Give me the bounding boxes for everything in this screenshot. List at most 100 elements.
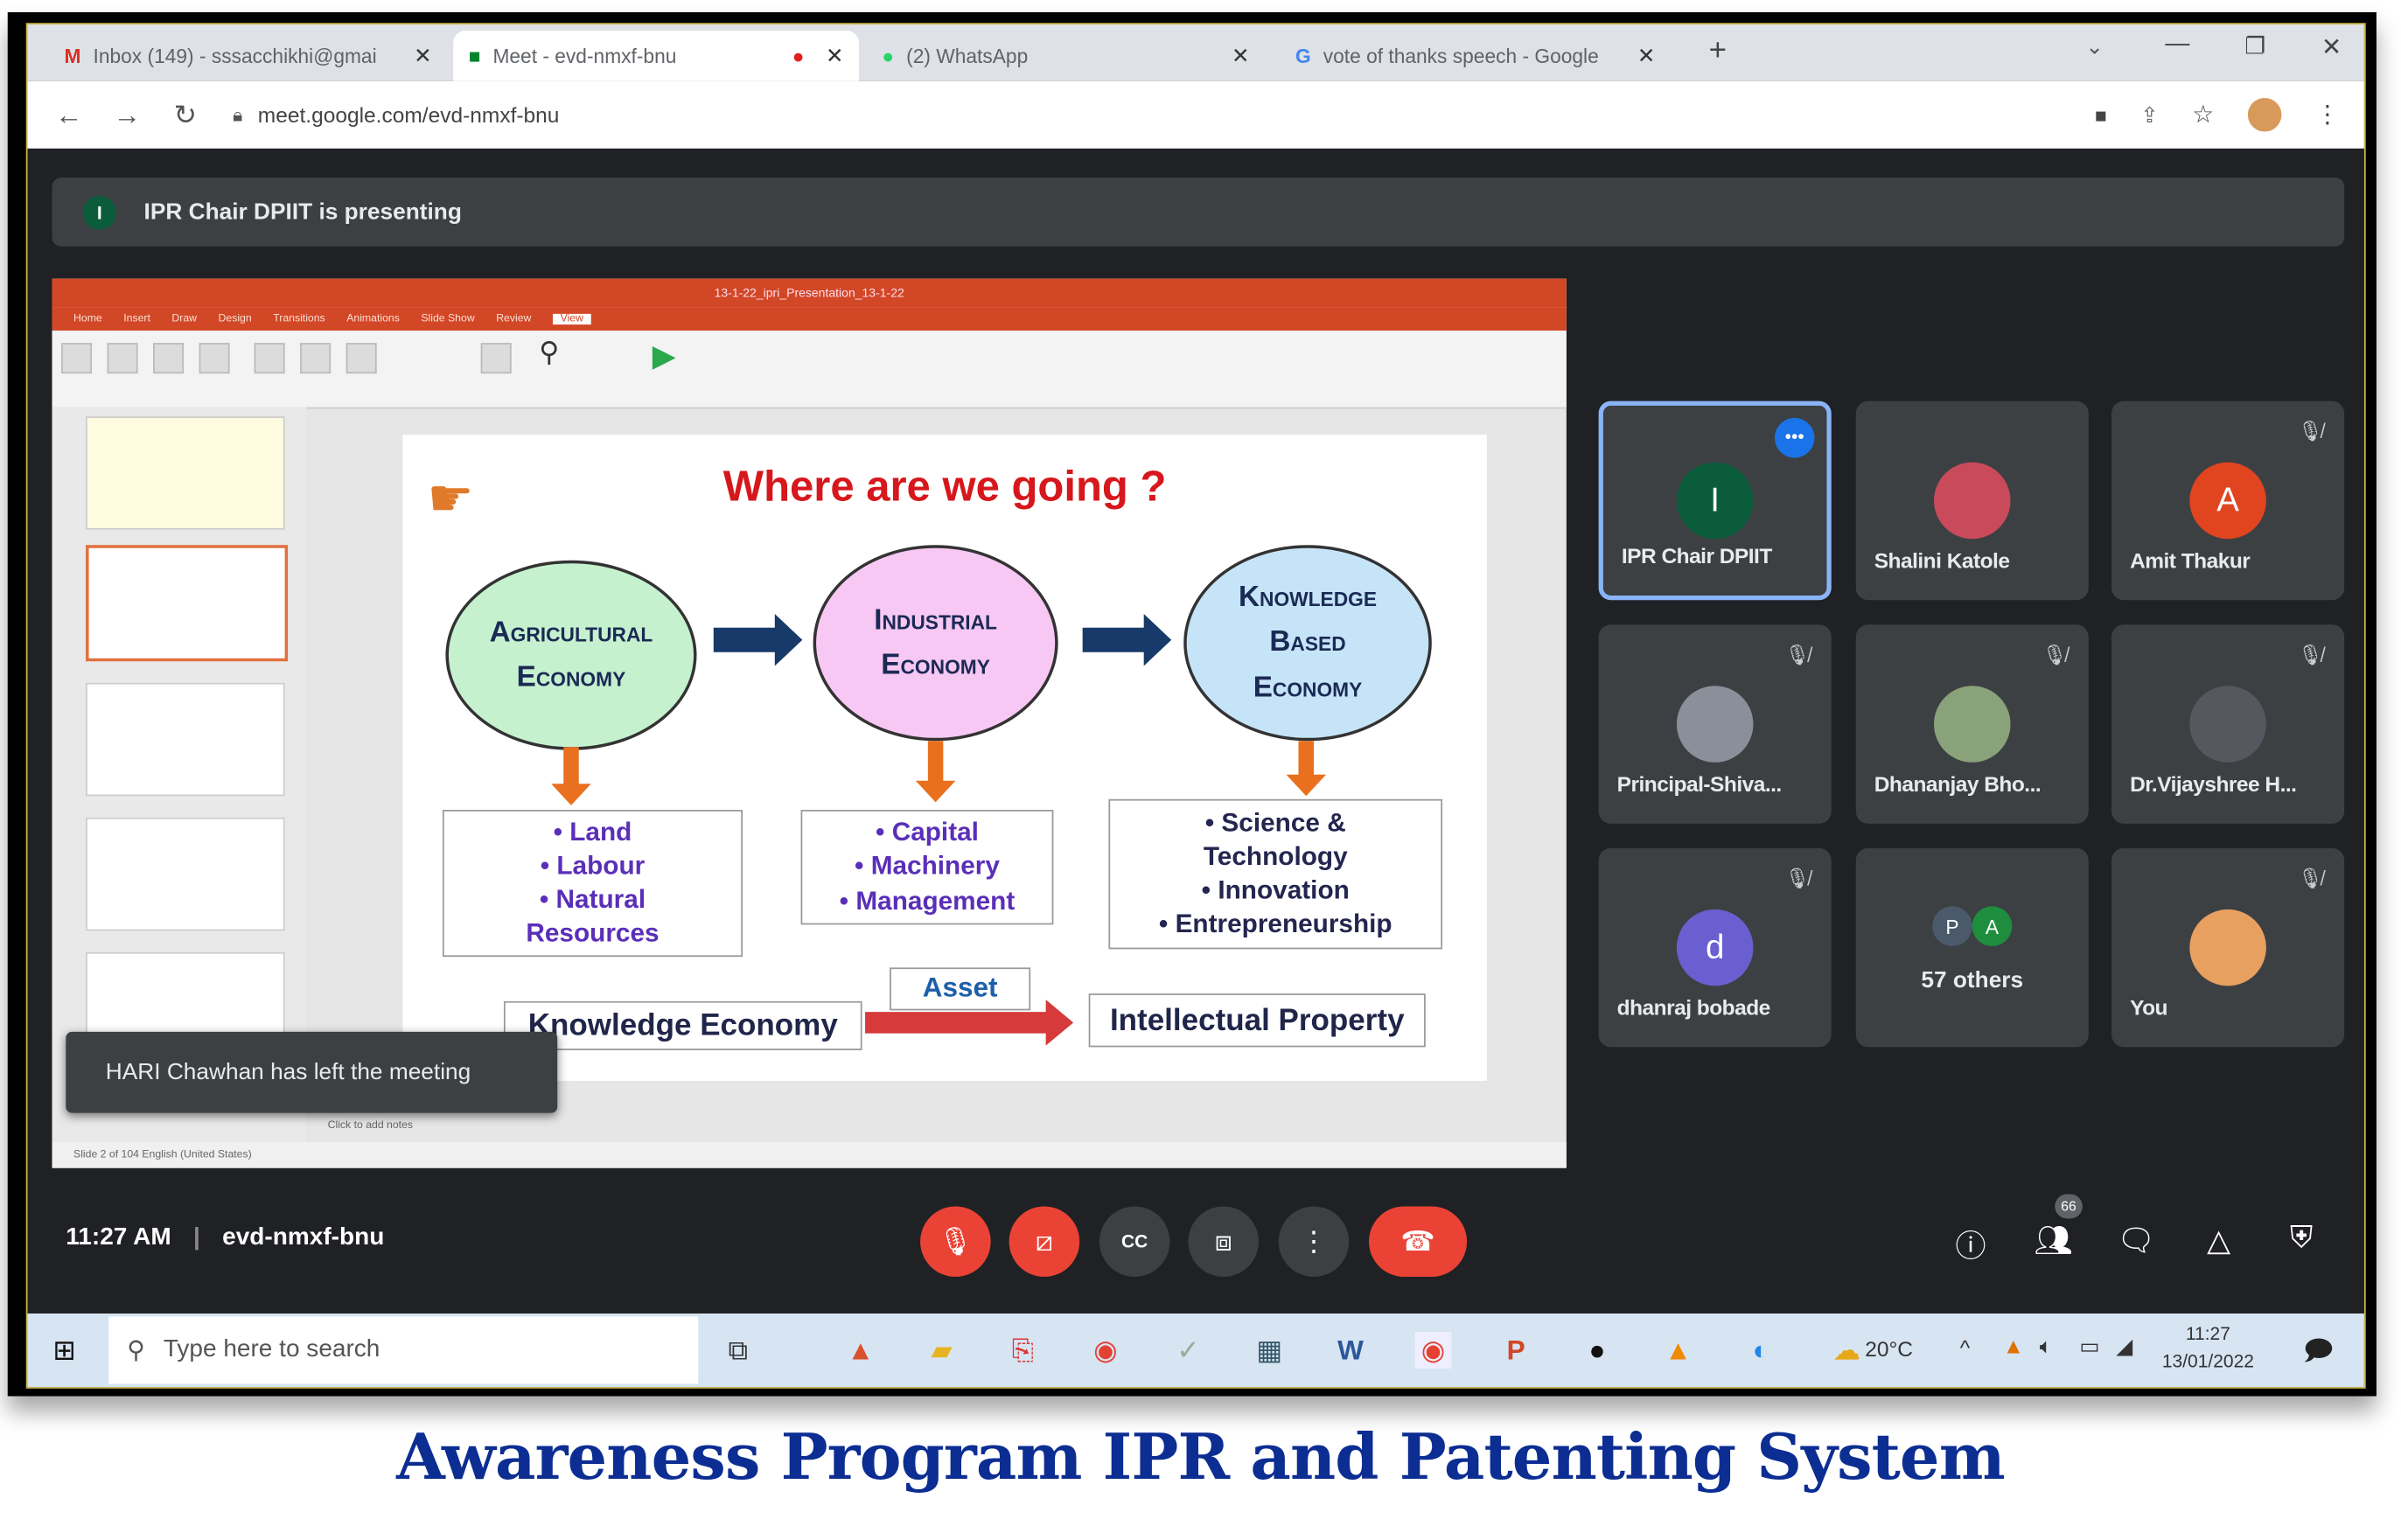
new-tab-button[interactable]: +: [1708, 33, 1727, 68]
ribbon-button[interactable]: [153, 343, 185, 374]
minimize-icon[interactable]: —: [2165, 31, 2190, 57]
zoom-icon[interactable]: ⚲: [539, 337, 560, 368]
back-icon[interactable]: ←: [55, 98, 83, 129]
participant-tile[interactable]: Dr.Vijayshree H...🎙︎̸: [2111, 624, 2345, 824]
close-tab-icon[interactable]: ✕: [1637, 43, 1656, 68]
more-options-button[interactable]: ⋮: [1278, 1206, 1350, 1278]
tray-chevron-icon[interactable]: ^: [1959, 1334, 1971, 1360]
menu-kebab-icon[interactable]: ⋮: [2314, 102, 2340, 129]
activities-icon[interactable]: △: [2207, 1224, 2231, 1258]
slide-thumbnail[interactable]: [86, 682, 285, 797]
chrome-active-icon[interactable]: ◉: [1414, 1332, 1452, 1369]
ribbon-button[interactable]: [480, 343, 512, 374]
participant-name: IPR Chair DPIIT: [1621, 543, 1772, 568]
chat-icon[interactable]: 🗨︎: [2116, 1224, 2156, 1258]
ribbon-button[interactable]: [345, 343, 377, 374]
participant-tile[interactable]: Dhananjay Bho...🎙︎̸: [1855, 624, 2089, 824]
ribbon-button[interactable]: [61, 343, 93, 374]
tray-vlc-icon[interactable]: ▲: [2002, 1333, 2025, 1358]
circle-text: Industrial: [874, 603, 997, 637]
calculator-icon[interactable]: ▦: [1256, 1334, 1283, 1366]
separator: |: [192, 1224, 200, 1251]
tab-search-icon[interactable]: ⌄: [2085, 33, 2104, 59]
app-icon[interactable]: ✓: [1176, 1334, 1200, 1366]
app-icon[interactable]: ◐: [1752, 1334, 1769, 1366]
close-window-icon[interactable]: ✕: [2321, 35, 2342, 62]
pdf-icon[interactable]: ⎘: [1011, 1334, 1035, 1366]
obs-icon[interactable]: ●: [1588, 1334, 1606, 1366]
ribbon-button[interactable]: [254, 343, 285, 374]
profile-avatar[interactable]: [2247, 98, 2282, 132]
ppt-tab[interactable]: Slide Show: [421, 313, 475, 325]
ppt-tab[interactable]: Insert: [123, 313, 150, 325]
chrome-icon[interactable]: ◉: [1093, 1334, 1118, 1366]
down-arrow: [1286, 741, 1327, 797]
present-button[interactable]: ⧈: [1188, 1206, 1259, 1278]
ribbon-button[interactable]: [300, 343, 332, 374]
tab-whatsapp[interactable]: ●(2) WhatsApp✕: [882, 43, 1250, 68]
notes-placeholder[interactable]: Click to add notes: [327, 1120, 414, 1132]
bullet: • Natural: [539, 884, 646, 915]
ppt-tab[interactable]: Transitions: [273, 313, 325, 325]
camera-icon[interactable]: ■: [2094, 103, 2107, 127]
restore-icon[interactable]: ❐: [2244, 33, 2265, 60]
slide-thumbnail-selected[interactable]: [86, 545, 289, 662]
participant-tile[interactable]: Principal-Shiva...🎙︎̸: [1598, 624, 1832, 824]
notification-center-icon[interactable]: 🗩︎: [2302, 1334, 2334, 1366]
tab-meet[interactable]: ■Meet - evd-nmxf-bnu●✕: [453, 31, 860, 81]
url-input[interactable]: meet.google.com/evd-nmxf-bnu: [257, 102, 560, 128]
close-tab-icon[interactable]: ✕: [826, 43, 844, 68]
close-tab-icon[interactable]: ✕: [1231, 43, 1250, 68]
ppt-tab[interactable]: Review: [496, 313, 532, 325]
close-tab-icon[interactable]: ✕: [414, 43, 432, 68]
captions-button[interactable]: CC: [1099, 1206, 1170, 1278]
participant-tile[interactable]: You🎙︎̸: [2111, 847, 2345, 1048]
host-controls-icon[interactable]: ⛨: [2290, 1221, 2314, 1256]
powerpoint-icon[interactable]: P: [1506, 1334, 1525, 1366]
reload-icon[interactable]: ↻: [173, 98, 198, 129]
share-icon[interactable]: ⇪: [2140, 101, 2159, 127]
forward-icon[interactable]: →: [113, 98, 142, 129]
ppt-tab[interactable]: Design: [218, 313, 252, 325]
ppt-ribbon-tabs: Home Insert Draw Design Transitions Anim…: [52, 307, 1567, 331]
mic-muted-icon: 🎙︎̸: [2297, 866, 2323, 890]
ribbon-button[interactable]: [107, 343, 138, 374]
vlc-icon[interactable]: ▲: [1665, 1334, 1693, 1366]
taskbar-clock[interactable]: 11:27 13/01/2022: [2162, 1320, 2254, 1375]
more-options-icon[interactable]: •••: [1774, 417, 1815, 458]
task-view-icon[interactable]: ⧉: [728, 1334, 749, 1366]
meeting-details-icon[interactable]: ⓘ: [1955, 1230, 1986, 1265]
participant-tile[interactable]: Shalini Katole: [1855, 401, 2089, 601]
bookmark-star-icon[interactable]: ☆: [2192, 102, 2215, 129]
mic-off-icon: 🎙︎: [938, 1225, 974, 1257]
ppt-tab[interactable]: View: [552, 313, 591, 325]
slide-thumbnail[interactable]: [86, 817, 285, 931]
taskbar-search-box[interactable]: ⚲ Type here to search: [108, 1316, 699, 1384]
windows-start-icon[interactable]: ⊞: [52, 1334, 76, 1366]
play-macro-icon[interactable]: ▶: [652, 339, 676, 374]
ppt-tab[interactable]: Animations: [346, 313, 400, 325]
camera-off-button[interactable]: ⧄: [1009, 1206, 1080, 1278]
mic-off-button[interactable]: 🎙︎: [920, 1206, 991, 1278]
circle-text: Economy: [516, 661, 626, 694]
leave-call-button[interactable]: ☎︎: [1369, 1206, 1468, 1278]
slide-thumbnail[interactable]: [86, 416, 285, 530]
ppt-tab[interactable]: Draw: [171, 313, 198, 325]
word-icon[interactable]: W: [1337, 1334, 1364, 1366]
volume-icon[interactable]: 🔈︎: [2039, 1333, 2053, 1358]
people-icon[interactable]: 👥︎: [2034, 1224, 2073, 1258]
ppt-tab[interactable]: Home: [73, 313, 102, 325]
battery-icon[interactable]: ▭: [2079, 1333, 2100, 1358]
file-explorer-icon[interactable]: ▰: [931, 1334, 953, 1366]
matlab-icon[interactable]: ▲: [847, 1334, 875, 1366]
ribbon-button[interactable]: [199, 343, 230, 374]
present-screen-icon: ⧈: [1214, 1225, 1232, 1257]
network-icon[interactable]: ◢: [2116, 1333, 2133, 1358]
